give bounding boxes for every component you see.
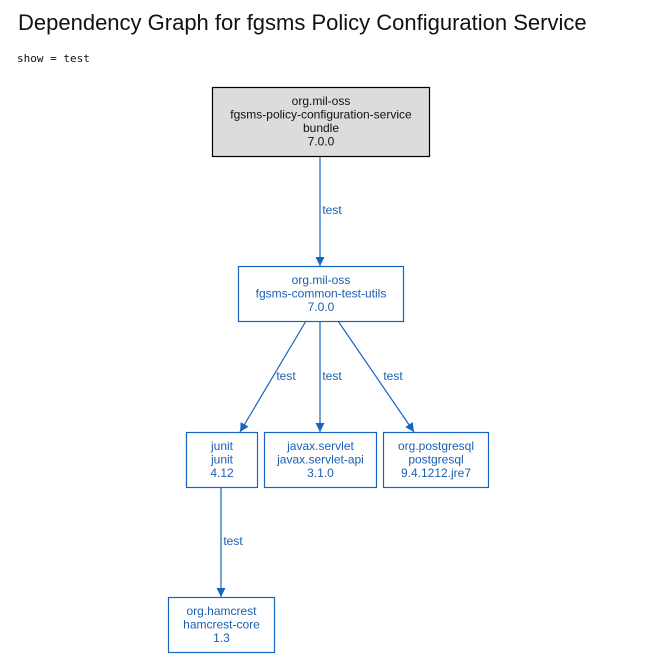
edge-label: test [223, 534, 243, 548]
node-label-line: 3.1.0 [307, 466, 334, 480]
node-box [211, 86, 431, 158]
node-label-line: 7.0.0 [308, 135, 335, 149]
node-label-line: org.mil-oss [292, 94, 351, 108]
node-label-line: hamcrest-core [183, 617, 260, 631]
node-label-line: fgsms-policy-configuration-service [230, 108, 412, 122]
node-label-line: postgresql [408, 452, 463, 466]
edge-common-test-utils-to-servlet: test [315, 321, 342, 432]
node-box [185, 431, 259, 489]
node-label-line: javax.servlet-api [276, 452, 364, 466]
node-label-line: javax.servlet [286, 439, 354, 453]
edge-root-to-common-test-utils: test [315, 156, 342, 266]
node-label-line: org.postgresql [398, 439, 474, 453]
edge-label: test [276, 369, 296, 383]
node-root[interactable]: org.mil-ossfgsms-policy-configuration-se… [211, 86, 431, 158]
node-label-line: 4.12 [210, 466, 234, 480]
edge-line [337, 320, 415, 433]
edge-label: test [383, 369, 403, 383]
scope-filter-label: show = test [17, 52, 90, 65]
edge-line [239, 320, 307, 433]
edge-label: test [322, 203, 342, 217]
node-label-line: fgsms-common-test-utils [256, 286, 387, 300]
edge-junit-to-hamcrest: test [216, 487, 243, 597]
node-box [167, 596, 276, 654]
node-label-line: 9.4.1212.jre7 [401, 466, 471, 480]
node-box [382, 431, 490, 489]
node-label-line: bundle [303, 121, 339, 135]
node-label-line: 1.3 [213, 631, 230, 645]
edge-common-test-utils-to-postgresql: test [337, 320, 415, 433]
node-label-line: org.hamcrest [186, 604, 257, 618]
page-title: Dependency Graph for fgsms Policy Config… [18, 10, 587, 35]
node-label-line: junit [210, 452, 234, 466]
node-label-line: org.mil-oss [292, 273, 351, 287]
edge-label: test [322, 369, 342, 383]
node-label-line: 7.0.0 [308, 300, 335, 314]
edge-common-test-utils-to-junit: test [239, 320, 307, 433]
node-box [263, 431, 378, 489]
node-box [237, 265, 405, 323]
node-label-line: junit [210, 439, 234, 453]
